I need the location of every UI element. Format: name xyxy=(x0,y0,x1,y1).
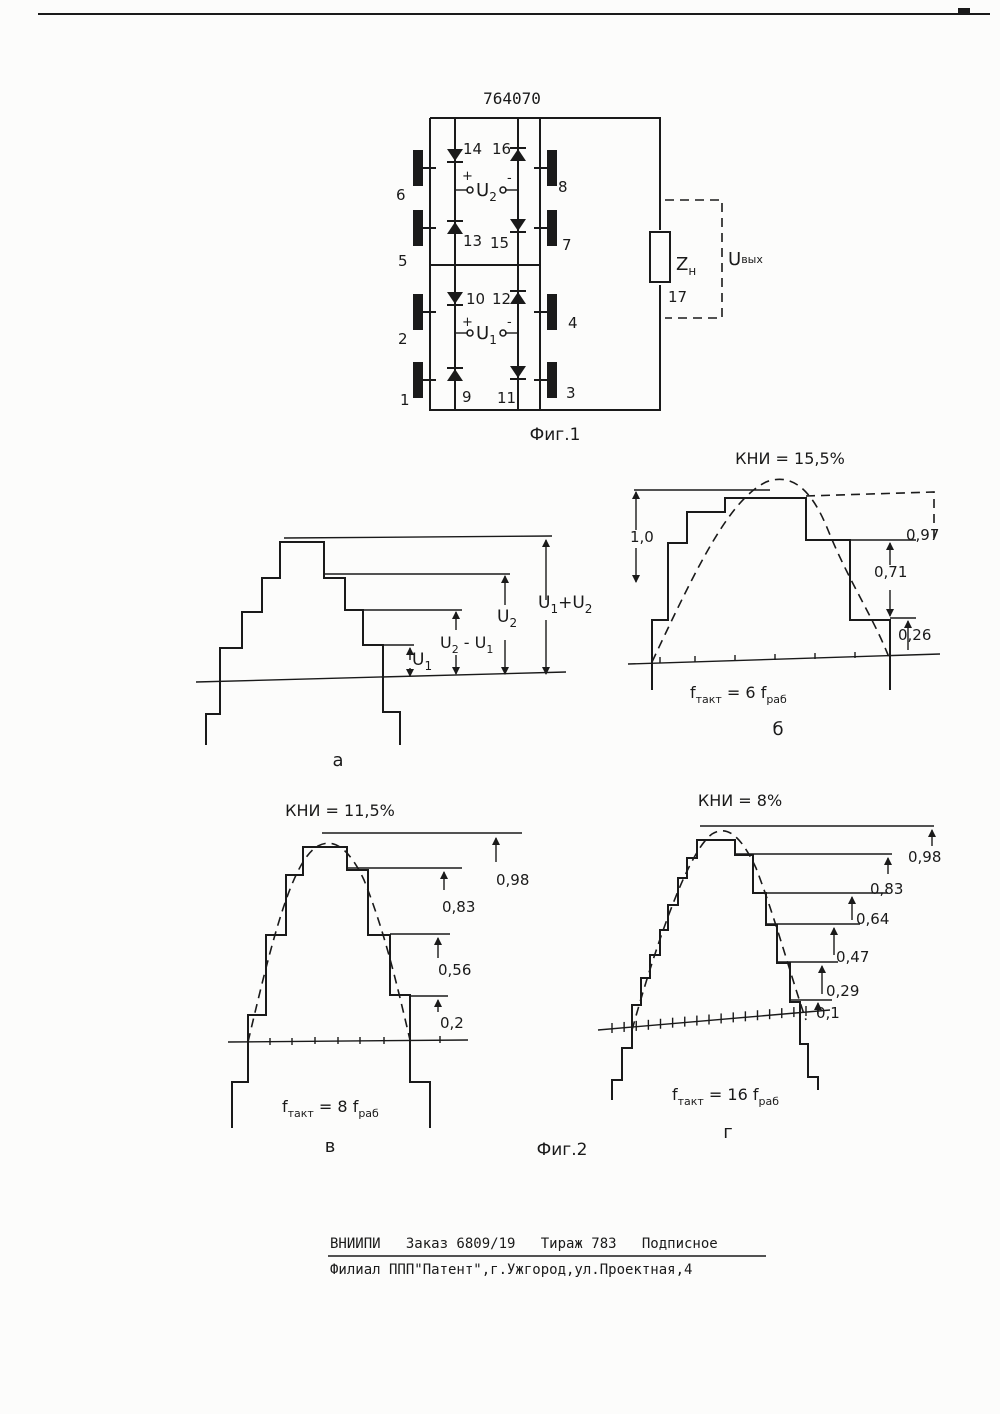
label-10: 10 xyxy=(466,290,485,308)
fig2v-level-label: 0,2 xyxy=(440,1014,464,1032)
fig2v-level-label: 0,56 xyxy=(438,961,471,979)
load-resistor-icon xyxy=(650,232,670,282)
fig2g-level-label: 0,47 xyxy=(836,948,869,966)
fig2a-staircase xyxy=(206,542,400,745)
fig1-u1-label: U1 xyxy=(476,323,497,347)
fig2v-staircase xyxy=(232,847,430,1128)
fig2v-level-label: 0,98 xyxy=(496,871,529,889)
diode-11-icon xyxy=(510,366,526,379)
label-5: 5 xyxy=(398,252,408,270)
fig2v-khu: КНИ = 11,5% xyxy=(285,801,395,820)
label-4: 4 xyxy=(568,314,578,332)
fig2v-freq: fтакт = 8 fраб xyxy=(282,1097,379,1120)
fig2v-sine-curve xyxy=(248,843,410,1042)
fig2b-freq: fтакт = 6 fраб xyxy=(690,683,787,706)
diode-9-icon xyxy=(447,368,463,381)
fig2b-level-label: 0,97 xyxy=(906,526,939,544)
fig2g-diagram: КНИ = 8% 0,98 0,83 0,64 0,47 0,29 0,1 fт… xyxy=(598,791,941,1143)
fig2a-u2-label: U2 xyxy=(497,607,517,630)
transistor-2-icon xyxy=(413,294,436,330)
fig2b-level-label: 0,71 xyxy=(874,563,907,581)
label-11: 11 xyxy=(497,389,516,407)
fig1-u2-label: U2 xyxy=(476,180,497,204)
fig2g-level-label: 0,64 xyxy=(856,910,889,928)
label-15: 15 xyxy=(490,234,509,252)
fig2a-u1-label: U1 xyxy=(412,650,432,673)
label-16: 16 xyxy=(492,140,511,158)
fig2a-letter: а xyxy=(332,750,343,771)
fig2v-letter: в xyxy=(325,1136,336,1157)
fig2g-freq: fтакт = 16 fраб xyxy=(672,1085,779,1108)
load-zn-label: Zн xyxy=(676,254,696,278)
corner-mark xyxy=(958,8,970,15)
diode-15-icon xyxy=(510,219,526,232)
fig2b-staircase xyxy=(652,498,890,690)
label-17: 17 xyxy=(668,288,687,306)
label-12: 12 xyxy=(492,290,511,308)
fig2g-khu: КНИ = 8% xyxy=(698,791,782,810)
transistor-3-icon xyxy=(534,362,557,398)
fig2a-axis xyxy=(196,672,566,682)
fig2v-axis xyxy=(228,1040,468,1042)
diode-12-icon xyxy=(510,291,526,304)
transistor-7-icon xyxy=(534,210,557,246)
u1-plus-sign: + xyxy=(462,315,473,330)
u2-plus-sign: + xyxy=(462,169,473,184)
patent-number: 764070 xyxy=(483,89,541,108)
diode-14-icon xyxy=(447,149,463,162)
fig2b-khu: КНИ = 15,5% xyxy=(735,449,845,468)
transistor-5-icon xyxy=(413,210,436,246)
u1-minus-sign: - xyxy=(507,315,512,330)
diode-16-icon xyxy=(510,148,526,161)
fig2-caption: Фиг.2 xyxy=(537,1140,588,1160)
fig2g-tick-marks xyxy=(612,1006,806,1033)
fig2a-u2u1-label: U2 - U1 xyxy=(440,633,493,656)
transistor-4-icon xyxy=(534,294,557,330)
fig1-caption: Фиг.1 xyxy=(530,425,581,445)
footer-line-1: ВНИИПИ Заказ 6809/19 Тираж 783 Подписное xyxy=(330,1236,718,1252)
fig2a-diagram: U1 U2 - U1 U2 U1+U2 а xyxy=(196,536,592,771)
diode-13-icon xyxy=(447,221,463,234)
label-14: 14 xyxy=(463,140,482,158)
label-3: 3 xyxy=(566,384,576,402)
fig2b-letter: б xyxy=(772,719,783,740)
fig2g-level-label: 0,98 xyxy=(908,848,941,866)
label-13: 13 xyxy=(463,232,482,250)
transistor-1-icon xyxy=(413,362,436,398)
transistor-6-icon xyxy=(413,150,436,186)
label-8: 8 xyxy=(558,178,568,196)
fig2b-level-label: 0,26 xyxy=(898,626,931,644)
fig2a-level-u1u2 xyxy=(284,536,552,538)
fig1-circuit: 14 16 + - U2 8 6 13 15 7 5 10 12 + - U1 … xyxy=(396,118,763,445)
fig2b-level-label: 1,0 xyxy=(630,528,654,546)
label-1: 1 xyxy=(400,391,410,409)
label-7: 7 xyxy=(562,236,572,254)
fig2g-level-label: 0,1 xyxy=(816,1004,840,1022)
fig2b-diagram: КНИ = 15,5% 1,0 0,97 0,71 0,26 fтакт = 6… xyxy=(628,449,940,740)
fig2b-axis xyxy=(628,654,940,664)
fig2v-diagram: КНИ = 11,5% 0,98 0,83 0,56 0,2 fтакт = 8… xyxy=(228,801,529,1157)
u2-minus-sign: - xyxy=(507,171,512,186)
diode-10-icon xyxy=(447,292,463,305)
fig2a-u1u2-label: U1+U2 xyxy=(538,593,592,616)
fig2g-sine-curve xyxy=(632,831,806,1030)
fig2b-sine-curve xyxy=(652,479,890,662)
label-6: 6 xyxy=(396,186,406,204)
fig2g-level-label: 0,83 xyxy=(870,880,903,898)
transistor-8-icon xyxy=(534,150,557,186)
footer-line-2: Филиал ППП"Патент",г.Ужгород,ул.Проектна… xyxy=(330,1262,692,1278)
fig2g-staircase xyxy=(612,840,818,1100)
fig2g-letter: г xyxy=(723,1122,732,1143)
output-voltage-label: Uвых xyxy=(728,249,763,270)
label-9: 9 xyxy=(462,388,472,406)
fig2g-level-label: 0,29 xyxy=(826,982,859,1000)
fig2v-level-label: 0,83 xyxy=(442,898,475,916)
label-2: 2 xyxy=(398,330,408,348)
